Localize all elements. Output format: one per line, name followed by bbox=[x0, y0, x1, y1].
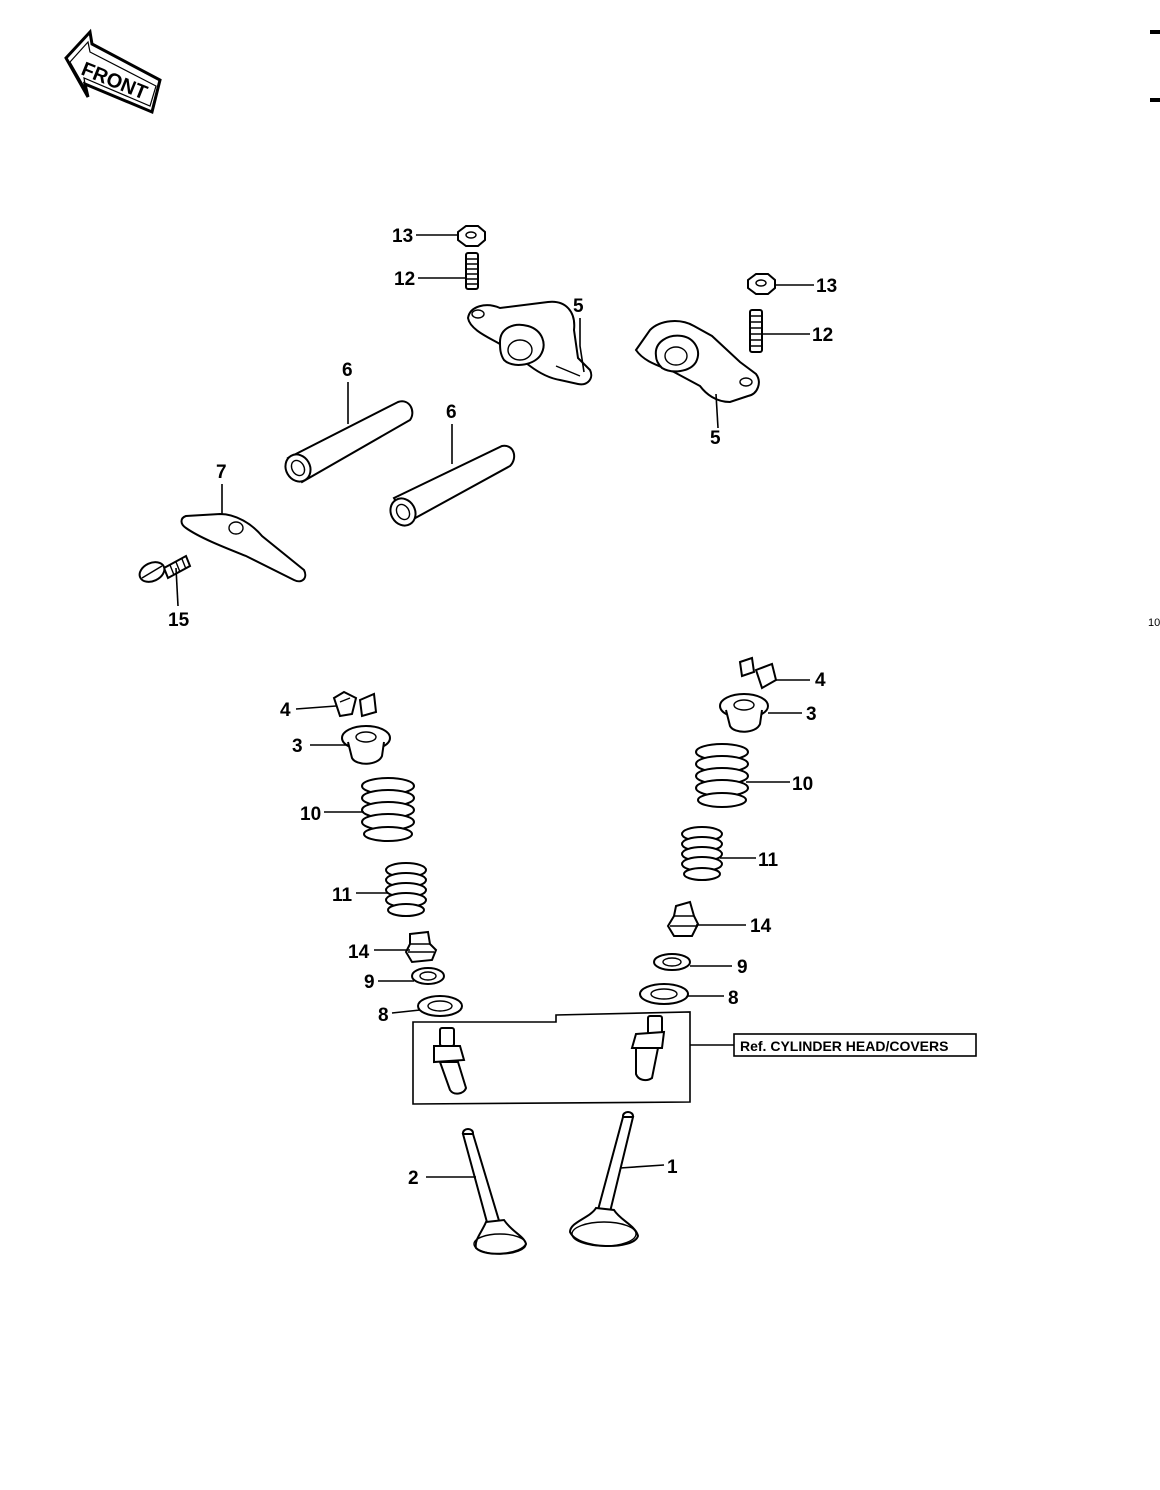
valve-guide-left bbox=[433, 1027, 468, 1095]
callout-numbers: 13 12 5 13 12 5 6 6 7 15 4 3 10 11 14 9 … bbox=[168, 226, 837, 1189]
front-arrow-icon: FRONT bbox=[64, 28, 162, 115]
stud-right bbox=[749, 309, 763, 353]
callout-3-left: 3 bbox=[292, 736, 303, 757]
callout-6-lower: 6 bbox=[446, 402, 457, 423]
spring-seat-right bbox=[653, 953, 691, 971]
callout-9-left: 9 bbox=[364, 972, 375, 993]
rocker-shaft-upper bbox=[284, 400, 414, 484]
callout-12-left: 12 bbox=[394, 269, 415, 290]
edge-mark-top bbox=[1150, 30, 1160, 34]
valve-2 bbox=[461, 1128, 528, 1255]
callout-8-left: 8 bbox=[378, 1005, 389, 1026]
callout-11-left: 11 bbox=[332, 885, 353, 906]
inner-spring-left bbox=[385, 862, 427, 917]
rocker-shaft-lower bbox=[389, 444, 516, 527]
callout-2: 2 bbox=[408, 1168, 419, 1189]
washer-left bbox=[417, 995, 463, 1017]
stem-seal-left bbox=[404, 930, 438, 964]
shaft-retainer-plate bbox=[180, 512, 307, 583]
callout-15: 15 bbox=[168, 610, 190, 631]
callout-4-left: 4 bbox=[280, 700, 291, 721]
callout-12-right: 12 bbox=[812, 325, 833, 346]
valve-1 bbox=[568, 1111, 640, 1247]
edge-page-mark: 10 bbox=[1148, 617, 1160, 629]
plate-screw bbox=[138, 554, 192, 583]
reference-label-box: Ref. CYLINDER HEAD/COVERS bbox=[733, 1033, 977, 1057]
leader-lines bbox=[175, 234, 814, 1178]
callout-8-right: 8 bbox=[728, 988, 739, 1009]
callout-3-right: 3 bbox=[806, 704, 817, 725]
outer-spring-right bbox=[695, 743, 749, 808]
callout-1: 1 bbox=[667, 1157, 678, 1178]
reference-label: Ref. CYLINDER HEAD/COVERS bbox=[740, 1038, 948, 1054]
nut-right bbox=[747, 273, 776, 295]
nut-left bbox=[457, 225, 486, 247]
cotter-left bbox=[332, 690, 378, 718]
callout-11-right: 11 bbox=[758, 850, 779, 871]
stem-seal-right bbox=[666, 900, 700, 937]
callout-13-right: 13 bbox=[816, 276, 837, 297]
inner-spring-right bbox=[681, 826, 723, 881]
callout-13-left: 13 bbox=[392, 226, 413, 247]
rocker-arm-right bbox=[634, 320, 760, 404]
spring-retainer-left bbox=[341, 725, 391, 765]
spring-retainer-right bbox=[719, 693, 769, 733]
callout-5-right: 5 bbox=[710, 428, 721, 449]
washer-right bbox=[639, 983, 689, 1005]
valve-guide-right bbox=[630, 1015, 666, 1082]
callout-7: 7 bbox=[216, 462, 227, 483]
rocker-arm-left bbox=[466, 300, 593, 386]
callout-6-upper: 6 bbox=[342, 360, 353, 381]
callout-14-left: 14 bbox=[348, 942, 370, 963]
callout-4-right: 4 bbox=[815, 670, 826, 691]
spring-seat-left bbox=[411, 967, 445, 985]
stud-left bbox=[465, 252, 479, 290]
callout-14-right: 14 bbox=[750, 916, 772, 937]
cylinder-head-reference-box bbox=[412, 1011, 691, 1105]
callout-10-right: 10 bbox=[792, 774, 813, 795]
callout-10-left: 10 bbox=[300, 804, 321, 825]
outer-spring-left bbox=[361, 777, 415, 842]
cotter-right bbox=[738, 656, 778, 690]
callout-5-left: 5 bbox=[573, 296, 584, 317]
edge-mark-middle bbox=[1150, 98, 1160, 102]
callout-9-right: 9 bbox=[737, 957, 748, 978]
